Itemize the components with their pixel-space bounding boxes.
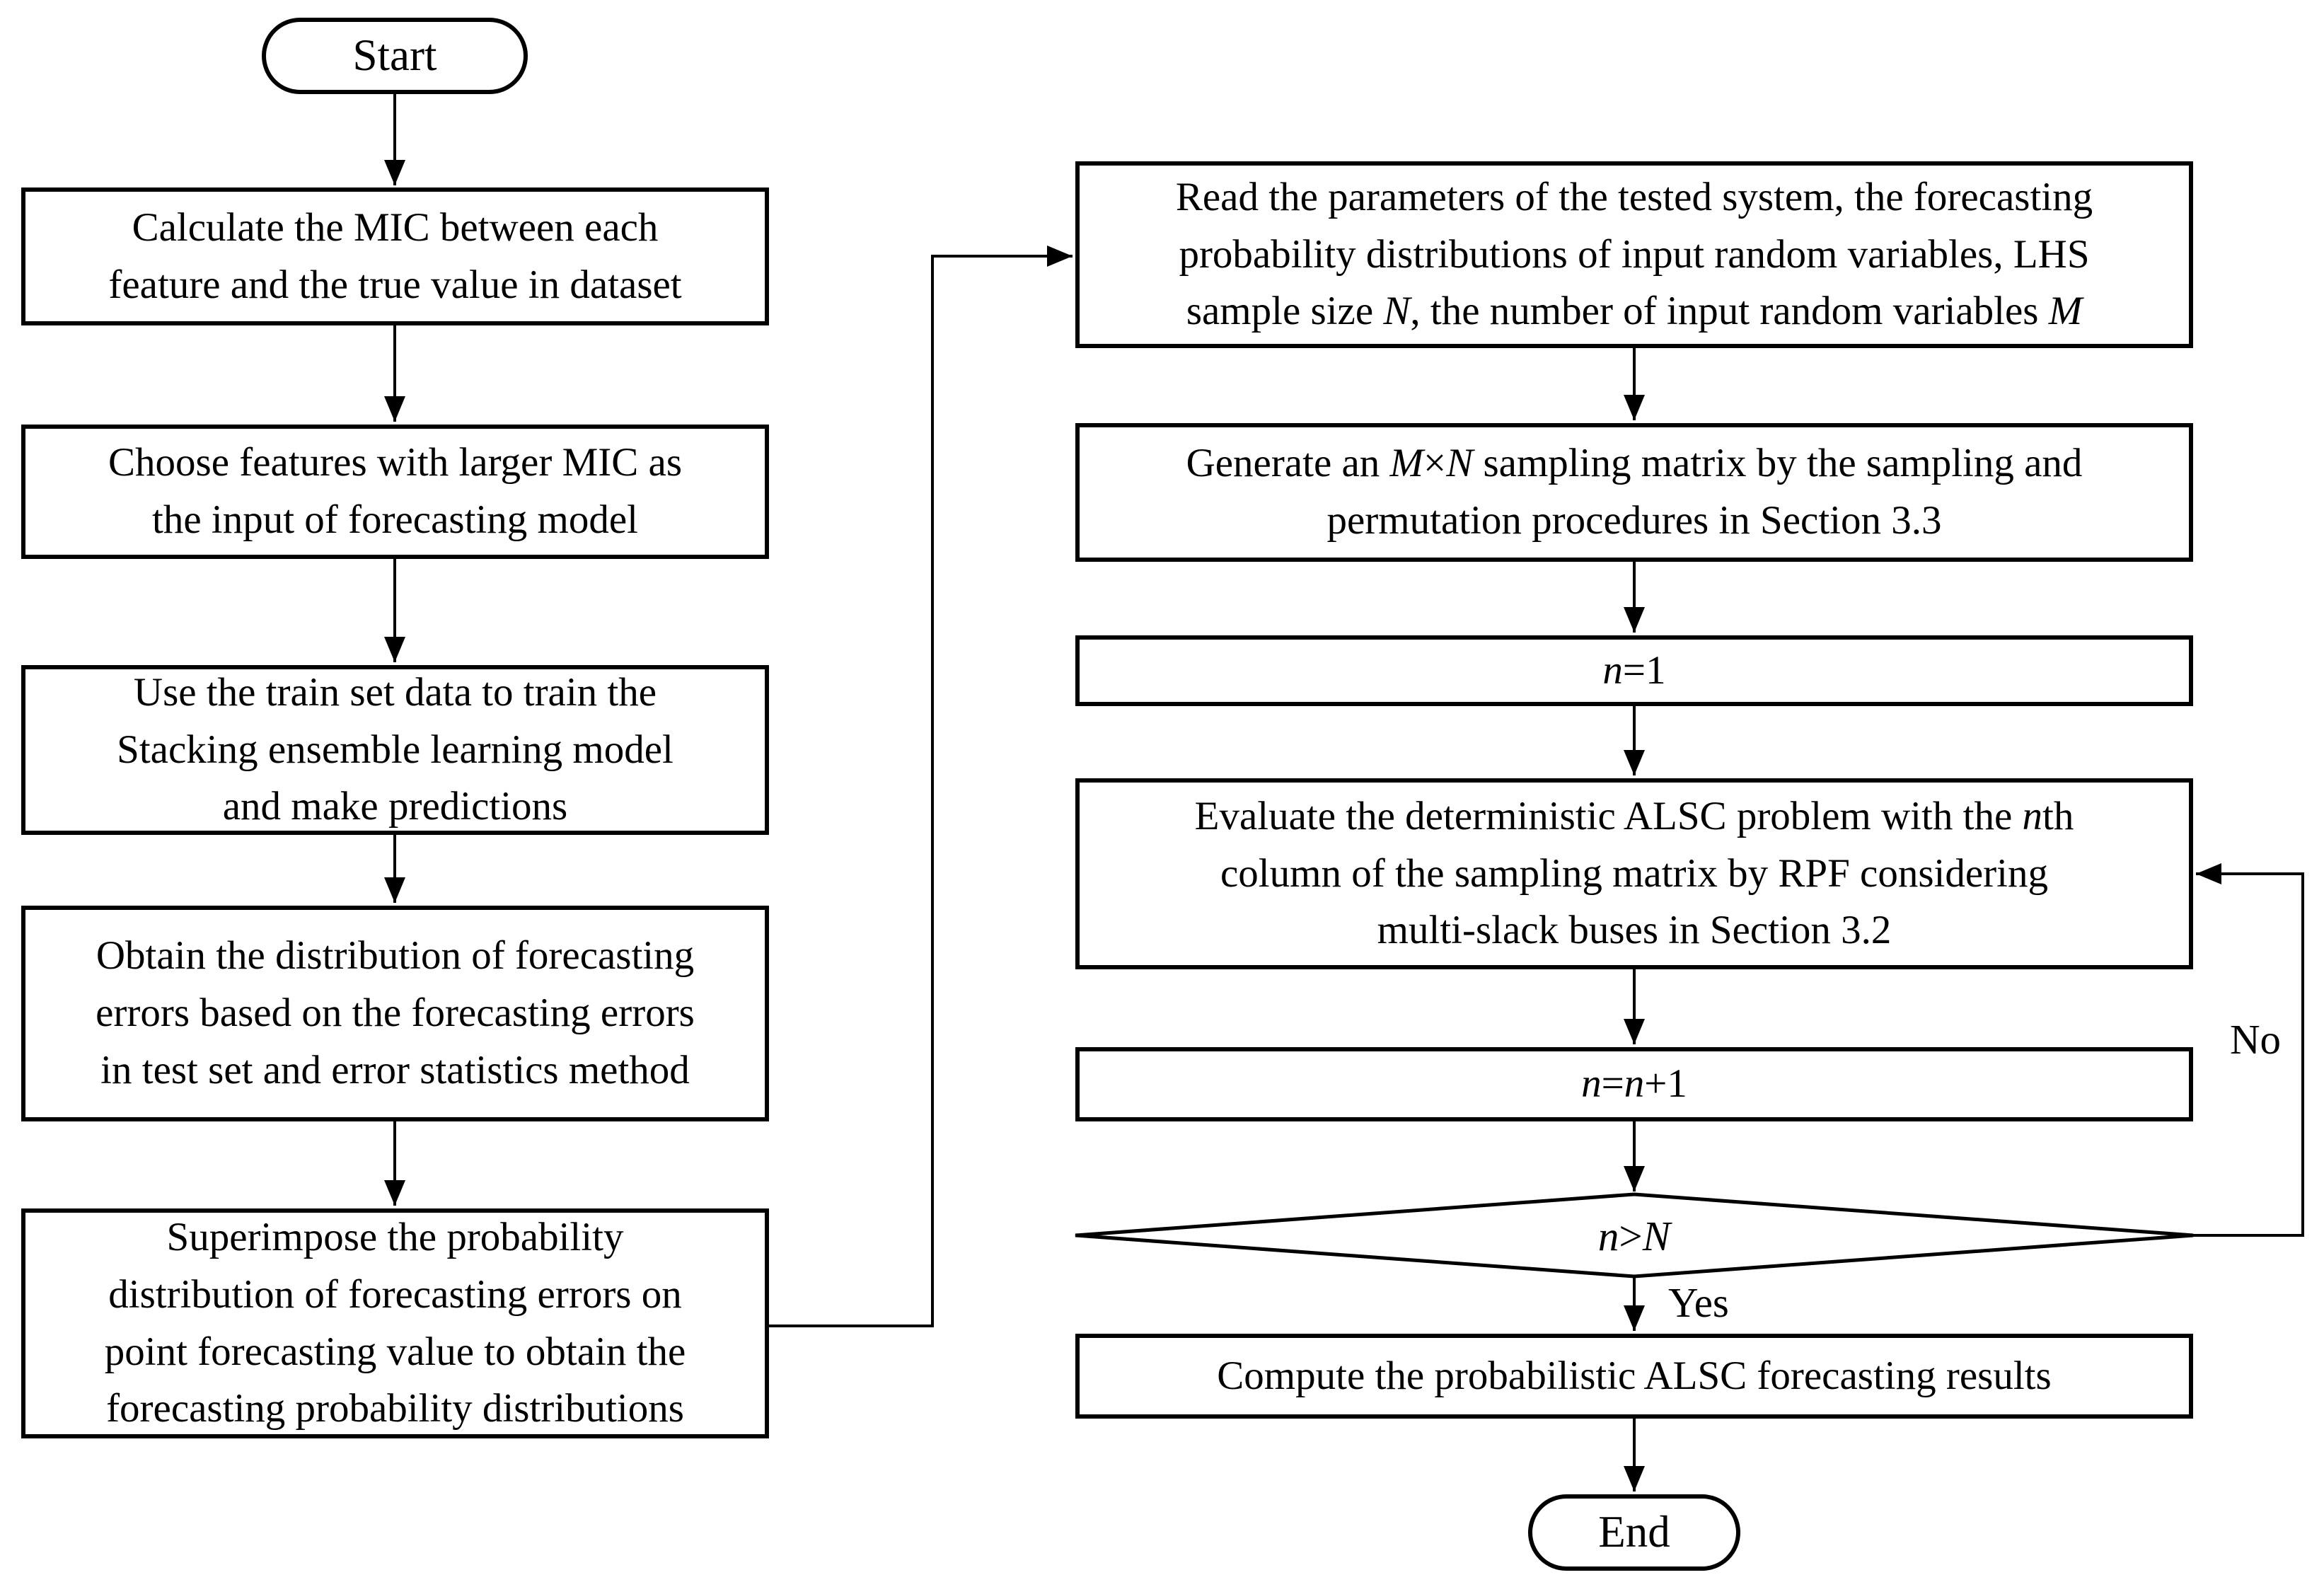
- arrow-l5-to-r1: [769, 246, 1073, 1327]
- no-branch-label: No: [2229, 1016, 2282, 1063]
- compute-results-text: Compute the probabilistic ALSC forecasti…: [1217, 1353, 2052, 1398]
- decision-condition-text: n>N: [1597, 1212, 1671, 1259]
- read-parameters-text: Read the parameters of the tested system…: [1175, 174, 2093, 334]
- increment-n-text: n=n+1: [1581, 1061, 1687, 1107]
- decision-diamond-shape: [1075, 1192, 2194, 1279]
- read-parameters-box: Read the parameters of the tested system…: [1075, 161, 2193, 348]
- n-equals-1-text: n=1: [1602, 647, 1666, 693]
- n-equals-1-box: n=1: [1075, 635, 2193, 706]
- start-terminator: Start: [262, 18, 528, 94]
- evaluate-alsc-text: Evaluate the deterministic ALSC problem …: [1194, 793, 2074, 953]
- decision-condition: n>N: [1079, 1197, 2190, 1275]
- evaluate-alsc-box: Evaluate the deterministic ALSC problem …: [1075, 778, 2193, 969]
- generate-sampling-matrix-text: Generate an M×N sampling matrix by the s…: [1186, 441, 2083, 543]
- generate-sampling-matrix-box: Generate an M×N sampling matrix by the s…: [1075, 423, 2193, 562]
- start-label: Start: [352, 30, 437, 81]
- compute-results-box: Compute the probabilistic ALSC forecasti…: [1075, 1334, 2193, 1419]
- yes-branch-label: Yes: [1668, 1279, 1729, 1326]
- increment-n-box: n=n+1: [1075, 1047, 2193, 1121]
- arrow-decision-no-loop-to-r4: [2193, 863, 2304, 1237]
- end-terminator: End: [1528, 1494, 1740, 1571]
- end-label: End: [1598, 1507, 1670, 1557]
